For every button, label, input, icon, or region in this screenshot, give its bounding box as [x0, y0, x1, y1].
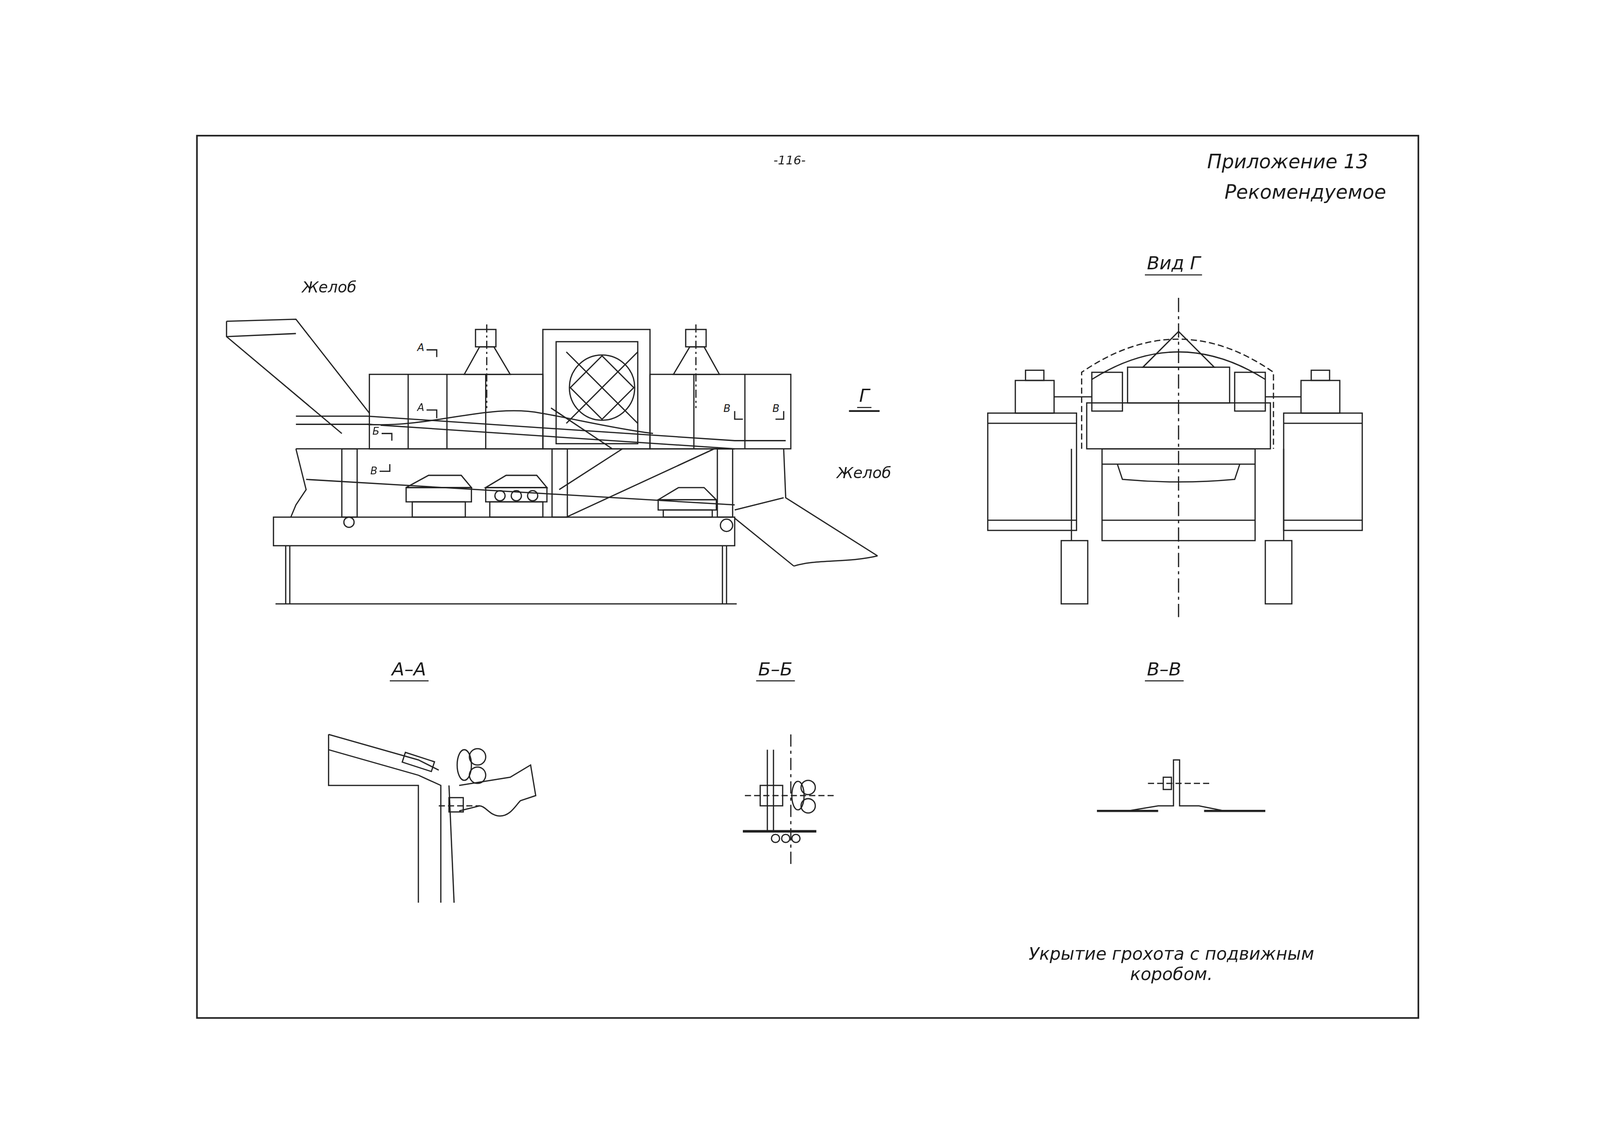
drawing-label: Желоб [836, 465, 892, 483]
drawing-label: Б [371, 425, 381, 438]
drawing-label: Рекомендуемое [1224, 181, 1387, 205]
drawing-label: Вид Г [1144, 252, 1203, 276]
drawing-label: В [771, 402, 781, 415]
drawing-label: Желоб [301, 279, 357, 297]
drawing-label: В [722, 402, 732, 415]
drawing-label: Г [857, 385, 872, 408]
drawing-label: В [369, 465, 379, 477]
drawing-label: А [416, 341, 426, 354]
drawing-label: А [416, 401, 426, 414]
drawing-label: -116- [773, 154, 806, 169]
drawing-label: Б–Б [755, 659, 795, 682]
drawing-label: В–В [1144, 659, 1184, 682]
drawing-label: Приложение 13 [1207, 150, 1369, 174]
drawing-label: А–А [389, 659, 429, 682]
drawing-caption: Укрытие грохота с подвижным коробом. [987, 945, 1355, 985]
